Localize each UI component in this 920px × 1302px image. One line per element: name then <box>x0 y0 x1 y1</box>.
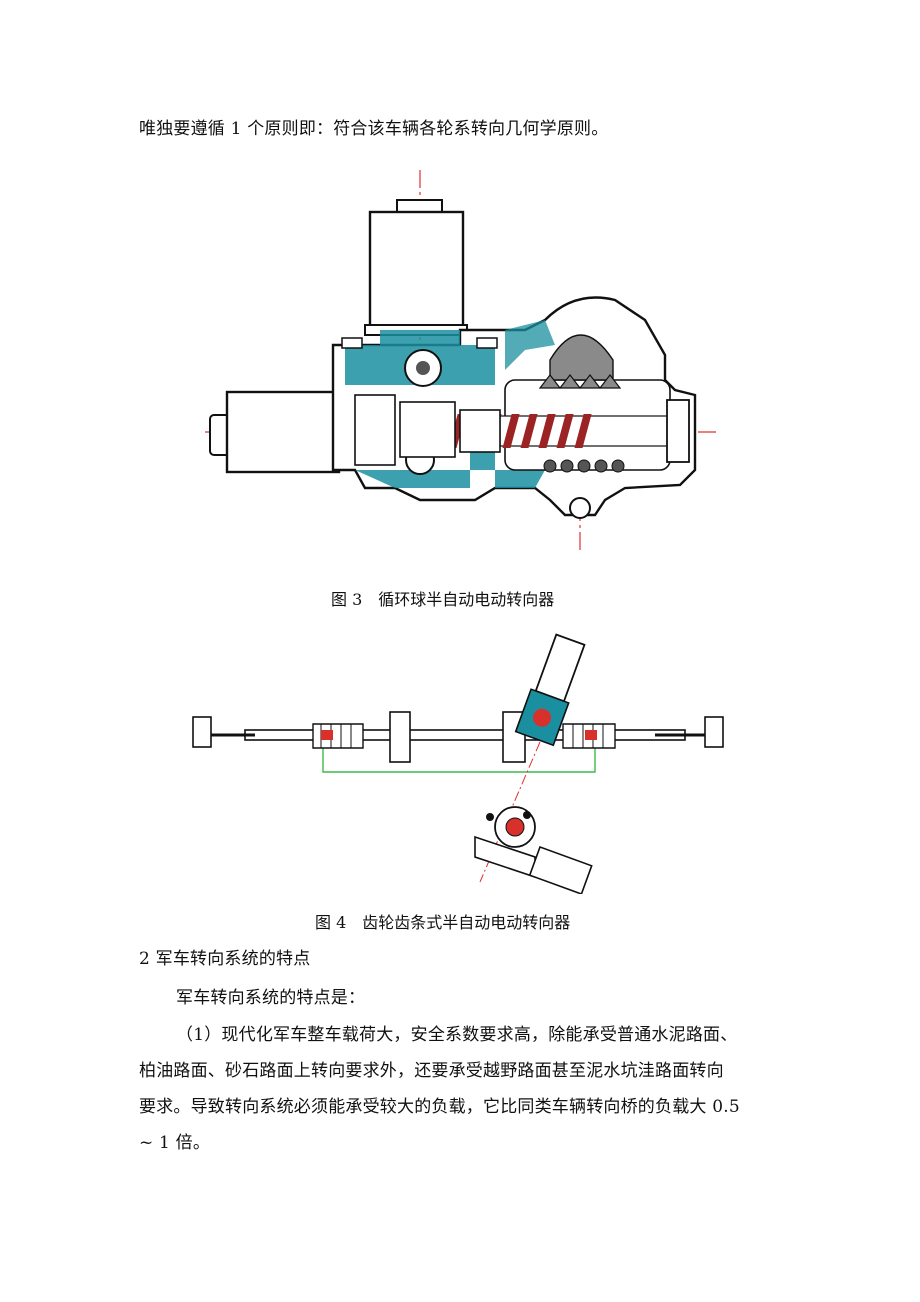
figure-4-drawing <box>192 633 724 894</box>
para1-line-1: （1）现代化军车整车载荷大，安全系数要求高，除能承受普通水泥路面、 <box>176 1025 738 1045</box>
section-heading: 2 军车转向系统的特点 <box>139 949 311 969</box>
figure-3-caption: 图 3 循环球半自动电动转向器 <box>331 590 555 609</box>
para1-line-3: 要求。导致转向系统必须能承受较大的负载，它比同类车辆转向桥的负载大 0.5 <box>139 1097 740 1117</box>
para1-line-4: ~ 1 倍。 <box>139 1133 211 1153</box>
para1-line-2: 柏油路面、砂石路面上转向要求外，还要承受越野路面甚至泥水坑洼路面转向 <box>139 1061 724 1081</box>
figure-3-drawing <box>205 170 720 550</box>
intro-text: 唯独要遵循 1 个原则即：符合该车辆各轮系转向几何学原则。 <box>139 119 609 139</box>
figure-4-caption: 图 4 齿轮齿条式半自动电动转向器 <box>315 913 571 932</box>
section-lead: 军车转向系统的特点是： <box>176 988 366 1008</box>
